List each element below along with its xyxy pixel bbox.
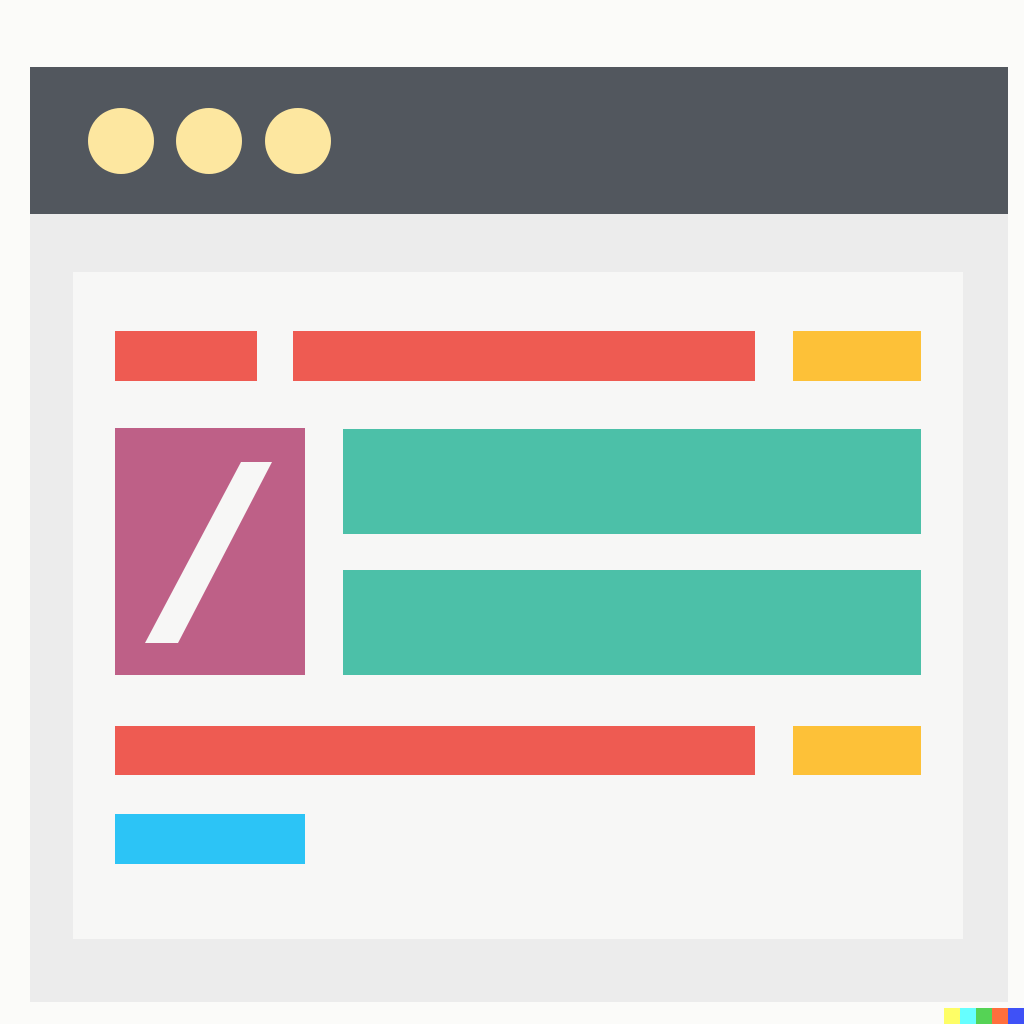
media-tile[interactable] (115, 428, 305, 675)
watermark-swatch-2 (960, 1008, 976, 1024)
window-control-dot-1[interactable] (88, 108, 154, 174)
window-control-dot-2[interactable] (176, 108, 242, 174)
footer-block-long (115, 726, 755, 775)
text-block-1 (343, 429, 921, 534)
watermark-swatch-4 (992, 1008, 1008, 1024)
watermark-swatch-1 (944, 1008, 960, 1024)
link-block[interactable] (115, 814, 305, 864)
header-block-short (115, 331, 257, 381)
header-block-long (293, 331, 755, 381)
window-control-dot-3[interactable] (265, 108, 331, 174)
text-block-2 (343, 570, 921, 675)
header-accent-block[interactable] (793, 331, 921, 381)
footer-accent-block[interactable] (793, 726, 921, 775)
slash-icon (145, 462, 272, 643)
color-watermark (944, 1008, 1024, 1024)
watermark-swatch-3 (976, 1008, 992, 1024)
watermark-swatch-5 (1008, 1008, 1024, 1024)
